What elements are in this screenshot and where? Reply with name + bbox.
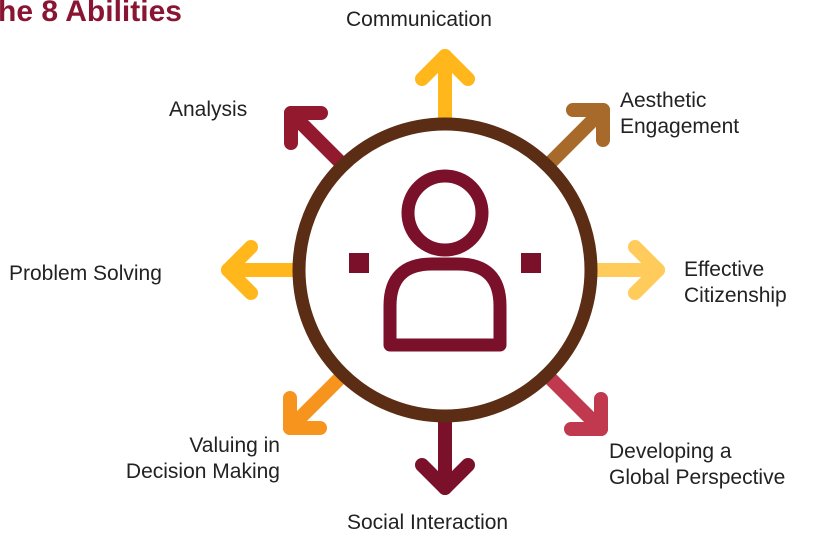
label-effective-citizenship: Effective Citizenship: [684, 257, 787, 309]
label-line: Effective: [684, 258, 765, 281]
arrow-social-interaction: [415, 408, 475, 495]
label-aesthetic-engagement: Aesthetic Engagement: [620, 88, 739, 140]
page-title: he 8 Abilities: [0, 0, 182, 28]
label-line: Aesthetic: [620, 89, 707, 112]
label-line: Analysis: [169, 98, 248, 121]
label-social-interaction: Social Interaction: [347, 510, 508, 536]
label-line: Problem Solving: [9, 262, 162, 285]
label-analysis: Analysis: [169, 97, 247, 123]
right-dot: [521, 253, 541, 273]
label-communication: Communication: [346, 7, 492, 33]
label-line: Valuing in: [189, 434, 280, 457]
label-line: Social Interaction: [347, 511, 509, 534]
label-line: Global Perspective: [609, 466, 786, 489]
label-line: Communication: [346, 8, 492, 31]
arrow-valuing-decision: [283, 371, 347, 435]
label-line: Developing a: [609, 440, 732, 463]
label-valuing-decision: Valuing in Decision Making: [126, 433, 280, 485]
arrow-analysis: [284, 106, 347, 169]
label-line: Citizenship: [684, 284, 787, 307]
label-global-perspective: Developing a Global Perspective: [609, 439, 785, 491]
person-icon: [349, 169, 541, 352]
arrow-communication: [415, 49, 475, 135]
label-problem-solving: Problem Solving: [9, 261, 162, 287]
arrow-aesthetic-engagement: [542, 103, 610, 171]
label-line: Decision Making: [125, 460, 280, 483]
arrow-effective-citizenship: [583, 240, 665, 300]
left-dot: [349, 253, 369, 273]
arrow-global-perspective: [543, 371, 608, 436]
arrow-problem-solving: [221, 240, 302, 300]
label-line: Engagement: [620, 115, 740, 138]
